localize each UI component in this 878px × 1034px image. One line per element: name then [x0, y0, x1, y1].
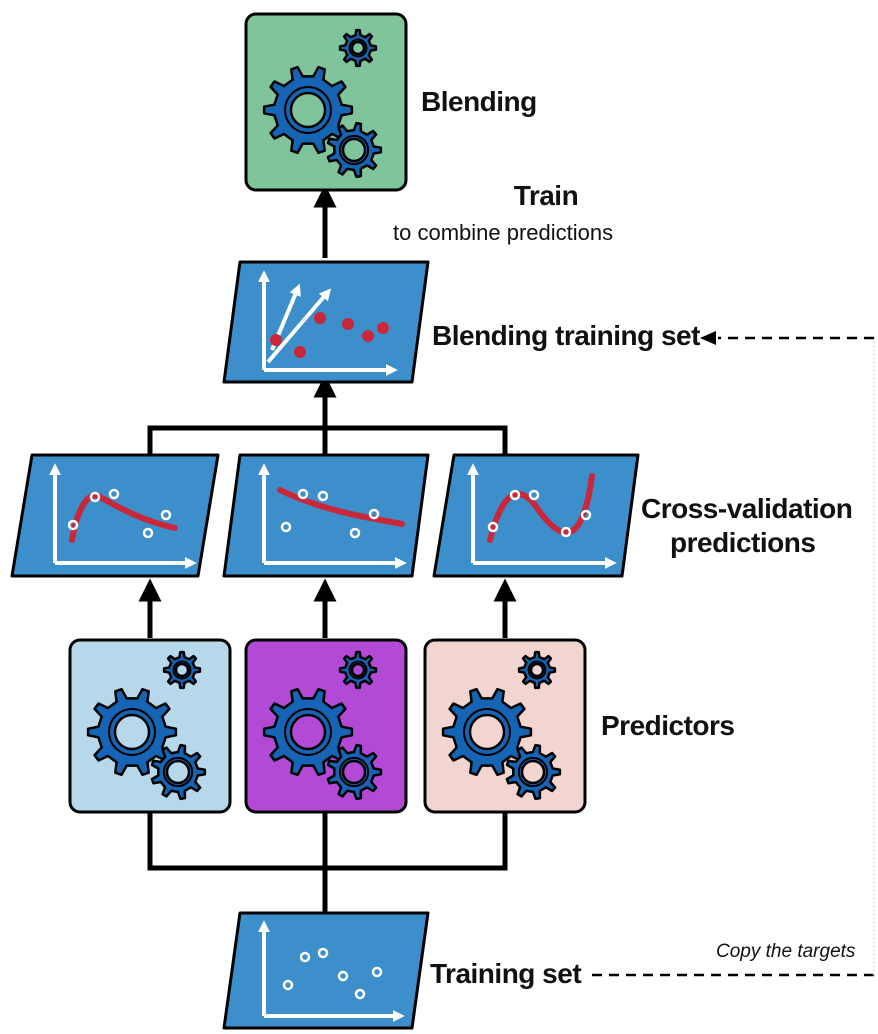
copy-targets-label: Copy the targets: [716, 941, 856, 962]
data-points: [67, 488, 172, 539]
scatter-dots: [270, 312, 389, 358]
axes-icon: [258, 463, 407, 569]
connectors: [138, 184, 517, 915]
cv-predictions-label-line1: Cross-validation: [641, 493, 853, 524]
blending-training-set-panel: [222, 260, 430, 384]
copy-targets-route: [592, 331, 876, 977]
gears-icon: [441, 650, 562, 801]
data-points: [280, 488, 380, 539]
fitted-curve: [277, 487, 405, 527]
gears-icon: [262, 28, 383, 179]
copy-targets-arrowhead: [700, 331, 716, 345]
gears-icon: [86, 650, 207, 801]
fitted-curve: [487, 473, 595, 543]
scatter-plot-icon: [258, 270, 398, 376]
data-points: [487, 489, 592, 538]
training-set-panel: [222, 911, 430, 1030]
training-set-label: Training set: [430, 958, 582, 989]
cv-predictions-label-line2: predictions: [670, 527, 816, 558]
blending-training-set-label: Blending training set: [432, 320, 700, 351]
axes-icon: [49, 463, 197, 569]
cv-prediction-panel-1: [10, 453, 220, 578]
predictor-box-2: [244, 638, 408, 814]
predictor-box-1: [68, 638, 232, 814]
cv-prediction-panel-3: [432, 453, 640, 578]
predictor-box-3: [423, 638, 587, 814]
blending-label: Blending: [421, 86, 537, 117]
blender-box: [244, 12, 408, 192]
axes-icon: [467, 463, 617, 569]
data-points: [282, 947, 383, 1000]
gears-icon: [262, 650, 383, 801]
train-subtitle: to combine predictions: [393, 220, 614, 245]
axes-icon: [258, 920, 405, 1022]
predictors-label: Predictors: [601, 710, 735, 741]
train-title: Train: [513, 180, 579, 211]
cv-prediction-panel-2: [222, 453, 430, 578]
